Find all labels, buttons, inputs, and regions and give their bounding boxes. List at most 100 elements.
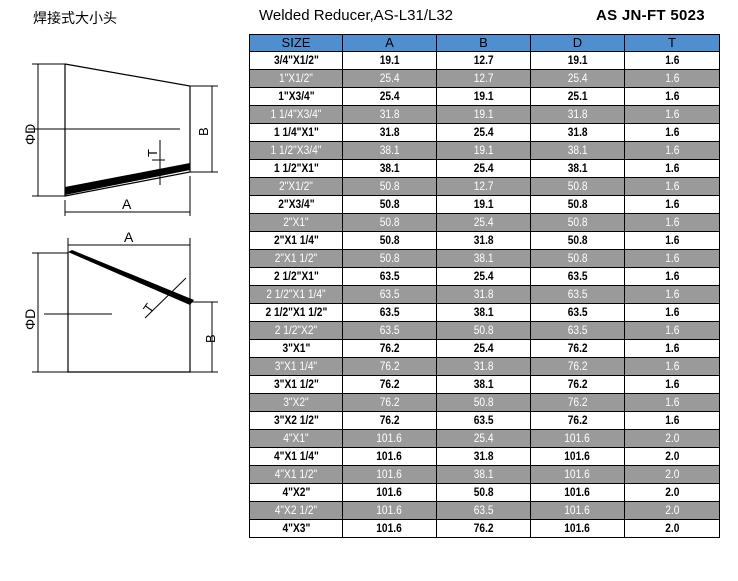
cell-b-text: 31.8 (473, 287, 494, 301)
cell-b-text: 19.1 (473, 107, 494, 121)
cell-b: 12.7 (436, 69, 531, 88)
cell-b-text: 25.4 (473, 161, 494, 175)
cell-d-text: 76.2 (567, 395, 588, 409)
cell-b: 19.1 (436, 195, 531, 214)
cell-a-text: 101.6 (376, 521, 403, 535)
cell-d: 50.8 (530, 249, 625, 268)
cell-t: 1.6 (624, 69, 720, 88)
cell-a: 63.5 (342, 285, 437, 304)
cell-a-text: 38.1 (379, 161, 400, 175)
cell-b-text: 50.8 (473, 395, 494, 409)
cell-d: 50.8 (530, 213, 625, 232)
cell-a-text: 50.8 (379, 251, 400, 265)
cell-b-text: 25.4 (473, 215, 494, 229)
cell-d-text: 101.6 (564, 431, 591, 445)
cell-t-text: 1.6 (664, 107, 680, 121)
cell-a-text: 31.8 (379, 125, 400, 139)
bottom-b-label: B (203, 334, 218, 343)
cell-d-text: 101.6 (564, 521, 591, 535)
cell-size-text: 1 1/4"X1" (273, 125, 319, 139)
top-reducer-drawing (28, 63, 218, 216)
top-a-label: A (122, 196, 132, 212)
cell-size-text: 1 1/4"X3/4" (270, 107, 322, 121)
cell-t: 2.0 (624, 501, 720, 520)
header-t: T (624, 34, 720, 52)
cell-a: 76.2 (342, 339, 437, 358)
cell-size-text: 2 1/2"X1 1/4" (266, 287, 326, 301)
cell-size: 3"X1" (249, 339, 343, 358)
cell-d: 31.8 (530, 105, 625, 124)
cell-size-text: 3"X2 1/2" (273, 413, 319, 427)
cell-size: 3"X1 1/2" (249, 375, 343, 394)
cell-d: 50.8 (530, 231, 625, 250)
cell-t: 1.6 (624, 267, 720, 286)
top-diameter-label: ΦD (22, 124, 38, 145)
cell-b: 25.4 (436, 123, 531, 142)
cell-d-text: 76.2 (567, 413, 588, 427)
cell-t: 1.6 (624, 87, 720, 106)
cell-t: 1.6 (624, 195, 720, 214)
cell-t-text: 2.0 (664, 485, 680, 499)
cell-size: 4"X3" (249, 519, 343, 538)
cell-b-text: 12.7 (473, 71, 494, 85)
cell-a: 101.6 (342, 483, 437, 502)
cell-size-text: 3"X1 1/4" (274, 359, 318, 373)
cell-b: 19.1 (436, 141, 531, 160)
table-row: 1 1/4"X3/4" 31.8 19.1 31.8 1.6 (249, 105, 720, 124)
cell-a-text: 31.8 (379, 107, 400, 121)
cell-d: 76.2 (530, 339, 625, 358)
cell-b: 50.8 (436, 483, 531, 502)
cell-size: 2"X1/2" (249, 177, 343, 196)
cell-size: 3"X2 1/2" (249, 411, 343, 430)
cell-size-text: 2 1/2"X1" (273, 269, 319, 283)
cell-a: 63.5 (342, 267, 437, 286)
cell-t-text: 1.6 (664, 395, 680, 409)
cell-a-text: 101.6 (376, 449, 403, 463)
bottom-reducer-drawing (32, 238, 218, 373)
cell-b-text: 19.1 (473, 143, 494, 157)
cell-d-text: 63.5 (567, 269, 588, 283)
product-code: AS JN-FT 5023 (596, 7, 705, 24)
cell-b: 76.2 (436, 519, 531, 538)
cell-b-text: 19.1 (473, 89, 494, 103)
cell-size-text: 4"X1 1/2" (274, 467, 318, 481)
cell-t: 1.6 (624, 321, 720, 340)
cell-d-text: 25.1 (567, 89, 588, 103)
cell-d-text: 76.2 (567, 341, 588, 355)
cell-t-text: 1.6 (664, 215, 680, 229)
cell-d-text: 31.8 (567, 107, 588, 121)
cell-t: 1.6 (624, 339, 720, 358)
cell-a-text: 25.4 (379, 71, 400, 85)
cell-t: 1.6 (624, 51, 720, 70)
cell-b: 12.7 (436, 177, 531, 196)
cell-d: 101.6 (530, 483, 625, 502)
cell-d-text: 76.2 (567, 359, 588, 373)
cell-size: 2 1/2"X2" (249, 321, 343, 340)
cell-size-text: 2"X1 1/2" (274, 251, 318, 265)
cell-t-text: 2.0 (664, 503, 680, 517)
cell-b-text: 38.1 (473, 467, 494, 481)
cell-b-text: 38.1 (473, 377, 494, 391)
cell-a: 63.5 (342, 303, 437, 322)
cell-a: 19.1 (342, 51, 437, 70)
cell-d-text: 101.6 (564, 467, 591, 481)
cell-size-text: 4"X1 1/4" (273, 449, 319, 463)
cell-d-text: 101.6 (564, 503, 591, 517)
cell-d: 101.6 (530, 447, 625, 466)
cell-t: 2.0 (624, 429, 720, 448)
bottom-diameter-label: ΦD (22, 309, 38, 330)
cell-d-text: 76.2 (567, 377, 588, 391)
cell-d-text: 50.8 (567, 179, 588, 193)
cell-a: 63.5 (342, 321, 437, 340)
cell-b-text: 38.1 (473, 251, 494, 265)
cell-d: 76.2 (530, 411, 625, 430)
cell-b: 19.1 (436, 105, 531, 124)
cell-size: 1 1/4"X3/4" (249, 105, 343, 124)
cell-d: 101.6 (530, 429, 625, 448)
